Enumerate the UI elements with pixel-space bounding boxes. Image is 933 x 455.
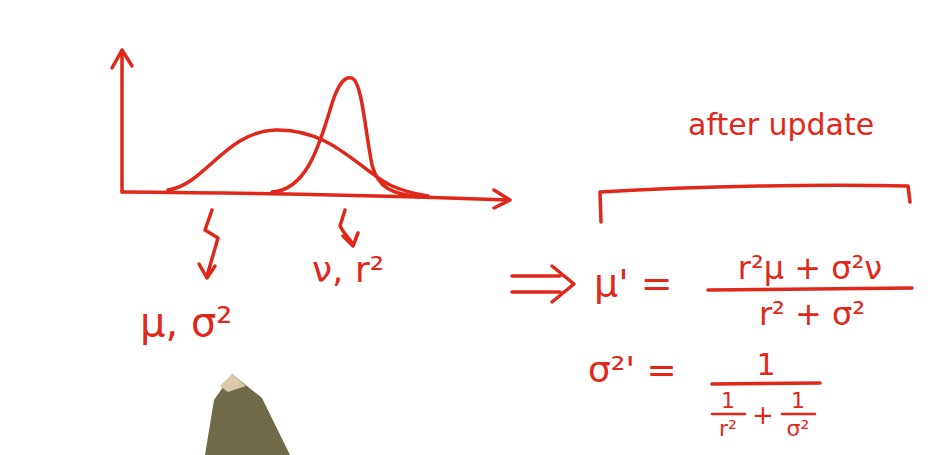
fraction-bar	[712, 383, 820, 384]
y-axis	[120, 52, 124, 192]
bracket	[600, 185, 910, 222]
pointer-arrowhead	[199, 264, 215, 278]
axis-arrowhead	[112, 50, 132, 68]
implies-arrowhead	[552, 266, 574, 302]
pen-tip	[220, 374, 246, 392]
formula-numerator: 1	[756, 350, 775, 380]
prior-gaussian	[168, 130, 428, 196]
x-axis	[122, 192, 508, 200]
formula-numerator: r²μ + σ²ν	[738, 252, 882, 284]
formula-denominator: σ²	[787, 418, 810, 440]
implies-arrow	[512, 276, 560, 292]
parameter-label: ν, r²	[312, 252, 384, 288]
formula-lhs: σ²' =	[588, 352, 677, 388]
formula-numerator: 1	[791, 390, 805, 412]
fraction-bar	[782, 413, 815, 416]
parameter-label: μ, σ²	[140, 302, 232, 342]
axis-arrowhead	[494, 190, 510, 208]
fraction-bar	[712, 413, 745, 416]
formula-operator: +	[752, 402, 774, 428]
formula-denominator: r² + σ²	[759, 298, 865, 330]
formula-numerator: 1	[721, 390, 735, 412]
pen	[205, 374, 290, 455]
measurement-gaussian	[272, 78, 420, 197]
heading-note: after update	[688, 110, 874, 140]
formula-denominator: r²	[719, 418, 737, 440]
pen-body	[205, 374, 290, 455]
fraction-bar	[708, 288, 912, 290]
formula-lhs: μ' =	[594, 264, 673, 302]
pointer-arrowhead	[343, 233, 358, 246]
